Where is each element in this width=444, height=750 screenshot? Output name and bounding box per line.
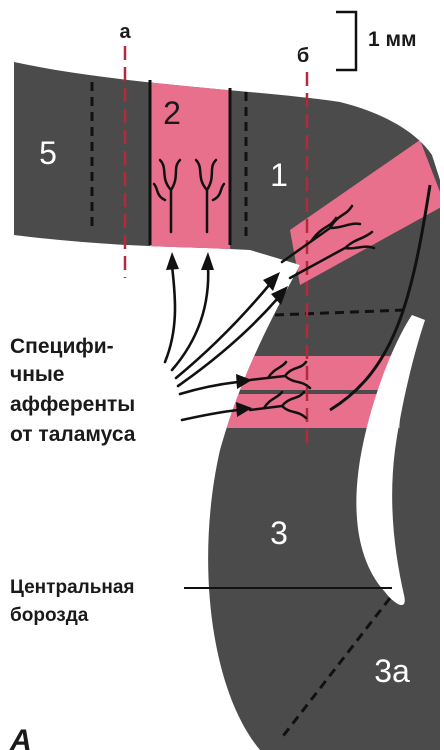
afferents-label-line: от таламуса: [10, 423, 136, 446]
afferent-fiber: [182, 410, 238, 420]
sulcus-label-line: Центральная: [10, 577, 135, 598]
afferents-label-line: афференты: [10, 393, 135, 416]
panel-letter: А: [9, 724, 32, 750]
afferents-label-line: чные: [10, 363, 65, 386]
area-2-label: 2: [163, 95, 181, 131]
afferents-label: Специфи- чные афференты от таламуса: [10, 335, 136, 446]
sulcus-label: Центральная борозда: [10, 577, 135, 626]
sulcus-label-line: борозда: [10, 605, 89, 626]
cut-label-b: б: [297, 45, 309, 67]
scale-bar: [336, 12, 356, 70]
scale-bar-label: 1 мм: [368, 28, 417, 51]
arrow-head: [201, 252, 214, 270]
area-5-label: 5: [39, 135, 57, 171]
arrow-head: [166, 252, 179, 270]
area-3a-label: 3а: [374, 653, 410, 689]
area-1-label: 1: [270, 157, 288, 193]
afferent-fiber: [180, 382, 238, 394]
area-2-band: [150, 60, 230, 250]
area-3-label: 3: [270, 515, 288, 551]
afferents-label-line: Специфи-: [10, 335, 114, 358]
afferent-fiber: [165, 266, 175, 362]
cut-label-a: а: [119, 21, 131, 43]
